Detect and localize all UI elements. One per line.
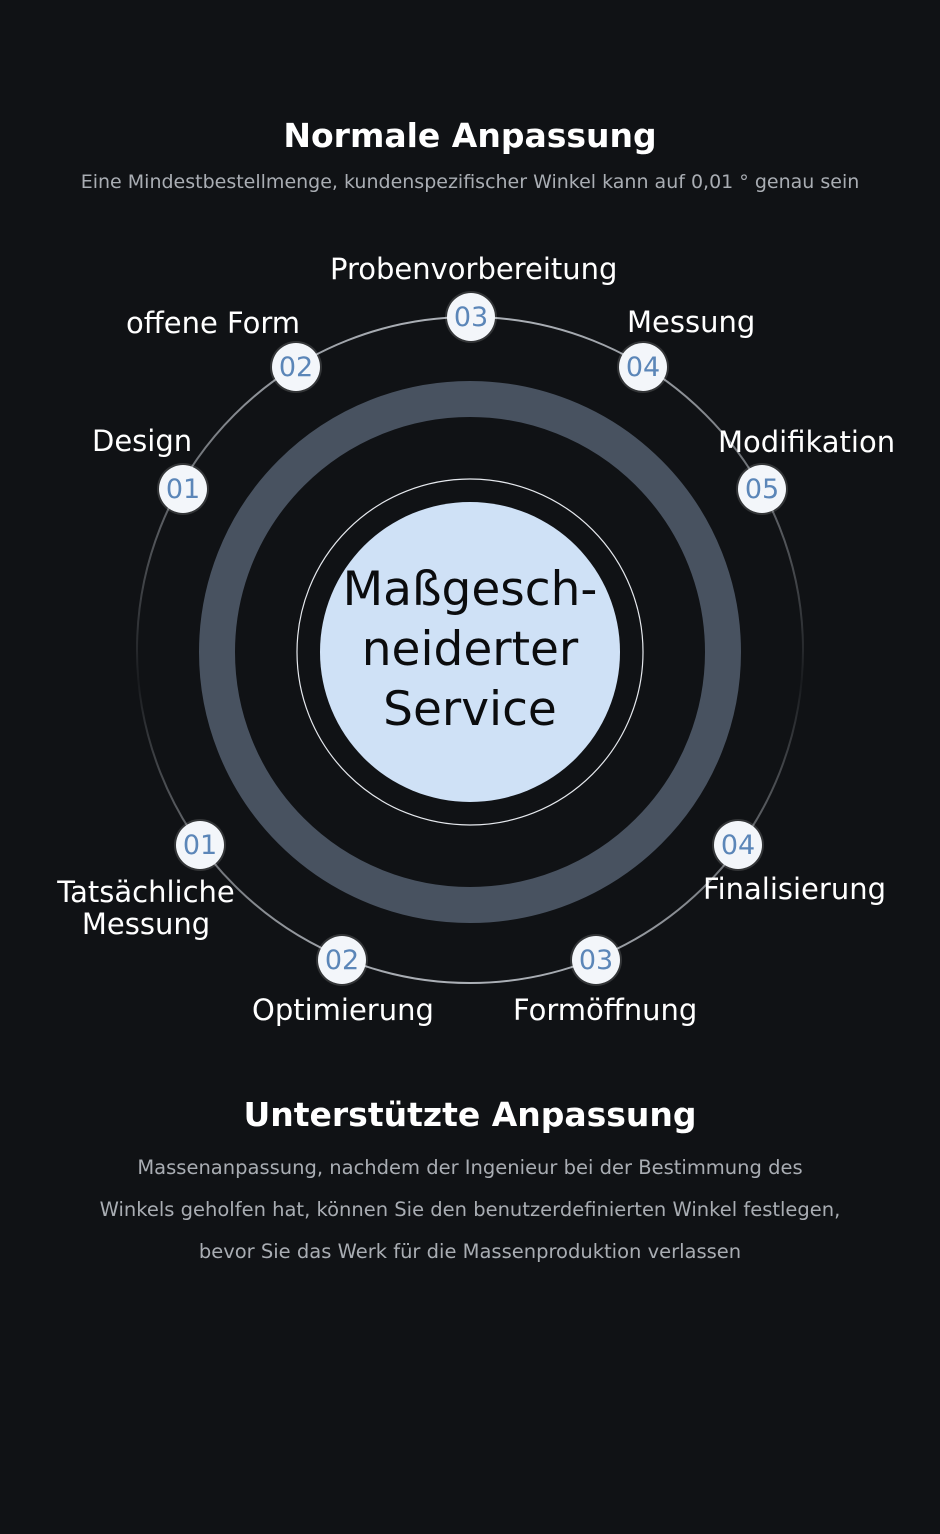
step-label-tatsaechliche-line-1: Tatsächliche <box>57 875 235 909</box>
step-label-messung: Messung <box>627 305 756 339</box>
step-label-formoeffnung: Formöffnung <box>513 993 698 1027</box>
section-title-supported: Unterstützte Anpassung <box>243 1095 697 1134</box>
cycle-graphic <box>136 316 804 984</box>
step-node-bottom-03: 03 <box>572 936 620 984</box>
center-disc <box>320 502 620 802</box>
description-line-1: Massenanpassung, nachdem der Ingenieur b… <box>137 1156 803 1179</box>
section-title-normal: Normale Anpassung <box>283 116 657 155</box>
step-label-design: Design <box>92 424 193 458</box>
description-line-3: bevor Sie das Werk für die Massenprodukt… <box>198 1240 742 1263</box>
step-node-bottom-01: 01 <box>176 821 224 869</box>
step-node-top-03: 03 <box>447 293 495 341</box>
center-title-line-2: neiderter <box>361 622 579 677</box>
section-description-supported: Massenanpassung, nachdem der Ingenieur b… <box>60 1147 880 1273</box>
step-label-modifikation: Modifikation <box>718 425 896 459</box>
step-label-tatsaechliche-messung: Tatsächliche Messung <box>46 876 246 940</box>
description-line-2: Winkels geholfen hat, können Sie den ben… <box>99 1198 841 1221</box>
step-node-top-04: 04 <box>619 343 667 391</box>
center-title: Maßgesch- neiderter Service <box>320 560 620 740</box>
step-node-bottom-02: 02 <box>318 936 366 984</box>
process-cycle-diagram: Maßgesch- neiderter Service 01 Design 02… <box>46 252 896 1027</box>
inner-thin-ring <box>296 478 644 826</box>
thick-ring <box>199 381 741 923</box>
center-title-line-1: Maßgesch- <box>342 562 598 617</box>
step-node-top-05: 05 <box>738 465 786 513</box>
step-label-offene-form: offene Form <box>126 306 301 340</box>
center-title-line-3: Service <box>383 682 557 737</box>
step-node-bottom-04: 04 <box>714 821 762 869</box>
step-label-probenvorbereitung: Probenvorbereitung <box>330 252 618 286</box>
step-label-optimierung: Optimierung <box>252 993 434 1027</box>
step-label-finalisierung: Finalisierung <box>703 872 886 906</box>
section-subtitle-normal: Eine Mindestbestellmenge, kundenspezifis… <box>80 171 860 193</box>
step-node-top-02: 02 <box>272 343 320 391</box>
step-node-top-01: 01 <box>159 465 207 513</box>
step-label-tatsaechliche-line-2: Messung <box>81 907 211 941</box>
